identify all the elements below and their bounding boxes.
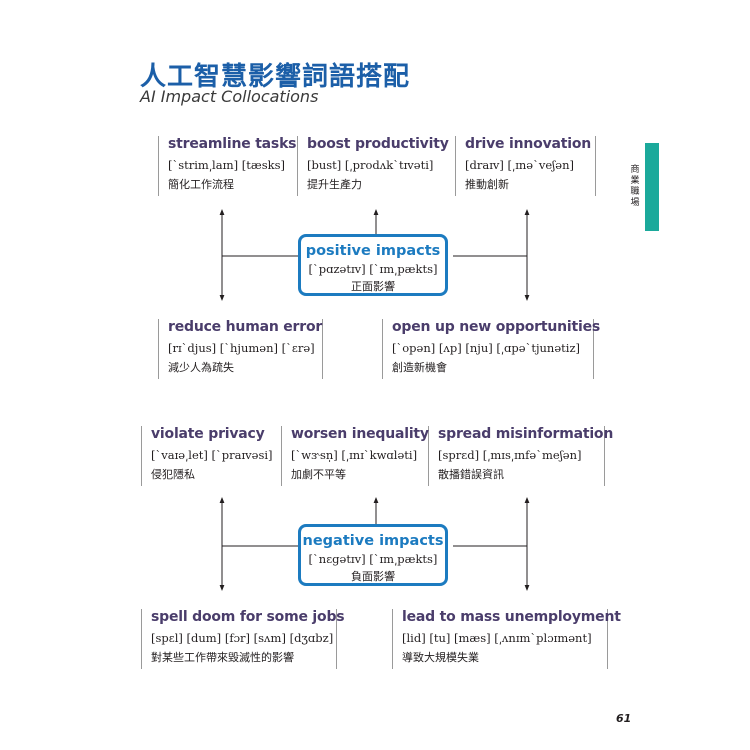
collocation-term: streamline tasks: [168, 136, 297, 152]
collocation-entry: reduce human error [rɪˋdjus] [ˋhjumən] […: [158, 319, 323, 379]
collocation-term: open up new opportunities: [392, 319, 601, 335]
collocation-entry: drive innovation [draɪv] [͵ɪnəˋveʃən] 推動…: [456, 136, 596, 196]
collocation-translation: 散播錯誤資訊: [438, 468, 504, 481]
collocation-entry: boost productivity [bust] [͵prodʌkˋtɪvət…: [298, 136, 456, 196]
collocation-ipa: [draɪv] [͵ɪnəˋveʃən]: [465, 158, 574, 172]
collocation-term: reduce human error: [168, 319, 323, 335]
collocation-entry: spell doom for some jobs [spɛl] [dum] [f…: [141, 609, 345, 669]
collocation-term: worsen inequality: [291, 426, 429, 442]
collocation-translation: 簡化工作流程: [168, 178, 234, 191]
collocation-ipa: [lid] [tu] [mæs] [͵ʌnɪmˋplɔɪmənt]: [402, 631, 592, 645]
hub-term: positive impacts: [305, 243, 441, 259]
collocation-ipa: [ˋwɝsn̩] [͵ɪnɪˋkwɑləti]: [291, 448, 418, 462]
collocation-term: lead to mass unemployment: [402, 609, 621, 625]
collocation-translation: 減少人為疏失: [168, 361, 234, 374]
collocation-term: drive innovation: [465, 136, 592, 152]
collocation-translation: 創造新機會: [392, 361, 447, 374]
hub-ipa: [ˋnɛgətɪv] [ˋɪm͵pækts]: [308, 552, 438, 566]
collocation-term: spread misinformation: [438, 426, 614, 442]
collocation-term: spell doom for some jobs: [151, 609, 345, 625]
collocation-entry: open up new opportunities [ˋopən] [ʌp] […: [382, 319, 601, 379]
collocation-entry: violate privacy [ˋvaɪə͵let] [ˋpraɪvəsi] …: [141, 426, 282, 486]
collocation-term: boost productivity: [307, 136, 449, 152]
hub-term: negative impacts: [302, 533, 444, 549]
collocation-translation: 對某些工作帶來毀滅性的影響: [151, 651, 294, 664]
page-number: 61: [616, 712, 632, 725]
collocation-ipa: [sprɛd] [͵mɪs͵ɪnfəˋmeʃən]: [438, 448, 582, 462]
collocation-entry: lead to mass unemployment [lid] [tu] [mæ…: [392, 609, 621, 669]
section-label: 商業職場: [630, 165, 640, 208]
positive-impacts-hub: positive impacts [ˋpɑzətɪv] [ˋɪm͵pækts] …: [298, 234, 448, 296]
collocation-entry: worsen inequality [ˋwɝsn̩] [͵ɪnɪˋkwɑləti…: [282, 426, 429, 486]
collocation-ipa: [ˋopən] [ʌp] [nju] [͵ɑpəˋtjunətiz]: [392, 341, 580, 355]
collocation-ipa: [ˋvaɪə͵let] [ˋpraɪvəsi]: [151, 448, 273, 462]
collocation-ipa: [bust] [͵prodʌkˋtɪvəti]: [307, 158, 434, 172]
hub-translation: 正面影響: [351, 280, 395, 293]
hub-ipa: [ˋpɑzətɪv] [ˋɪm͵pækts]: [308, 262, 438, 276]
page-subtitle: AI Impact Collocations: [140, 87, 319, 106]
collocation-entry: spread misinformation [sprɛd] [͵mɪs͵ɪnfə…: [429, 426, 614, 486]
collocation-translation: 導致大規模失業: [402, 651, 479, 664]
collocation-ipa: [rɪˋdjus] [ˋhjumən] [ˋɛrə]: [168, 341, 315, 355]
collocation-ipa: [spɛl] [dum] [fɔr] [sʌm] [dʒɑbz]: [151, 631, 334, 645]
collocation-translation: 加劇不平等: [291, 468, 346, 481]
collocation-translation: 提升生產力: [307, 178, 362, 191]
hub-translation: 負面影響: [351, 570, 395, 583]
collocation-translation: 侵犯隱私: [151, 468, 195, 481]
section-tab: [645, 143, 659, 231]
negative-impacts-hub: negative impacts [ˋnɛgətɪv] [ˋɪm͵pækts] …: [298, 524, 448, 586]
collocation-translation: 推動創新: [465, 178, 509, 191]
collocation-ipa: [ˋstrim͵laɪn] [tæsks]: [168, 158, 285, 172]
collocation-term: violate privacy: [151, 426, 265, 442]
collocation-entry: streamline tasks [ˋstrim͵laɪn] [tæsks] 簡…: [158, 136, 298, 196]
page-title: 人工智慧影響詞語搭配: [140, 62, 411, 92]
